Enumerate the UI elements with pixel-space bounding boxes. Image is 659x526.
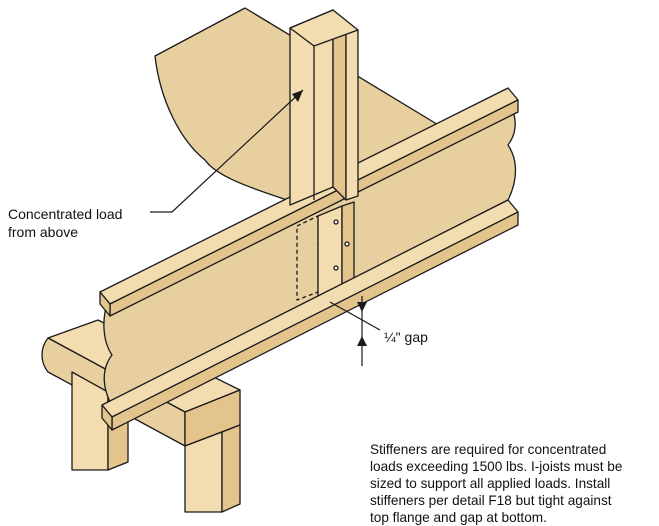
gap-arrow-bottom bbox=[357, 336, 367, 346]
stiffener-note: Stiffeners are required for concentrated… bbox=[370, 441, 659, 526]
concentrated-load-label: Concentrated load from above bbox=[8, 205, 158, 241]
near-stiffener bbox=[317, 201, 355, 297]
load-arrowhead bbox=[292, 90, 303, 102]
load-label-line-1: Concentrated load bbox=[8, 206, 123, 222]
note-line: loads exceeding 1500 lbs. I-joists must … bbox=[370, 459, 623, 474]
load-post bbox=[289, 9, 359, 206]
gap-leader-line bbox=[329, 301, 381, 331]
note-line: stiffeners per detail F18 but tight agai… bbox=[370, 493, 612, 508]
note-line: Stiffeners are required for concentrated bbox=[370, 442, 607, 457]
note-line: sized to support all applied loads. Inst… bbox=[370, 476, 611, 491]
note-line: top flange and gap at bottom. bbox=[370, 510, 547, 525]
gap-arrow-top bbox=[357, 302, 367, 312]
gap-label: ¼" gap bbox=[384, 329, 428, 345]
load-label-line-2: from above bbox=[8, 224, 79, 240]
load-leader-line bbox=[150, 89, 304, 213]
bottom-flange bbox=[101, 199, 519, 431]
